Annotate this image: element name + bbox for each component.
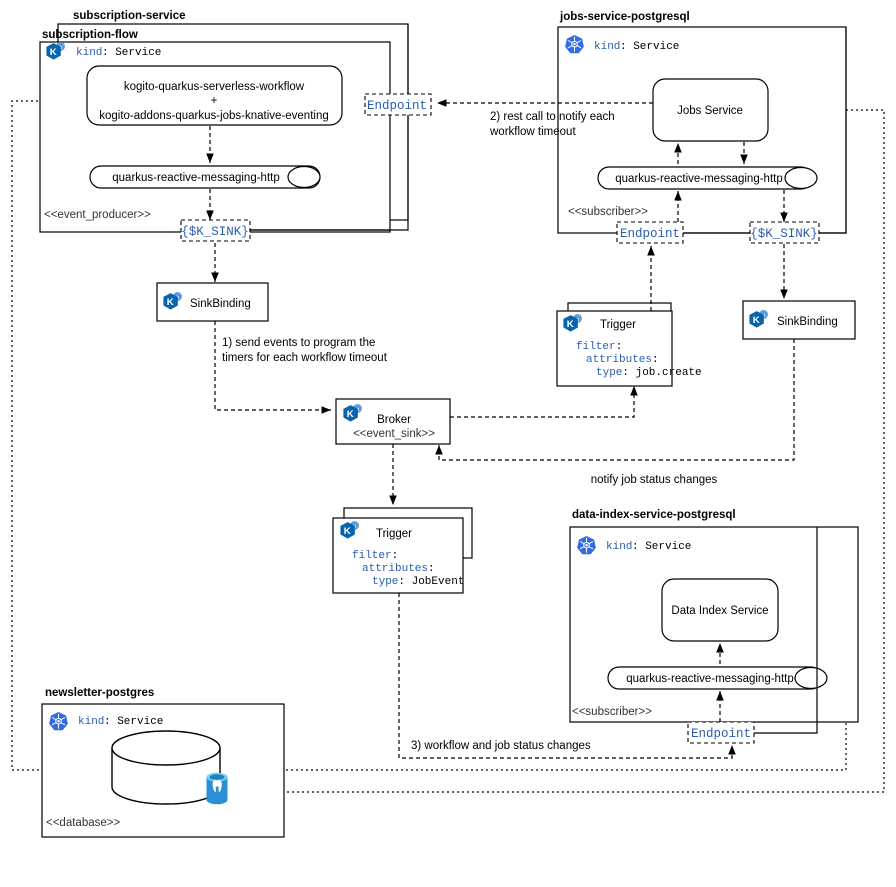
dataindex-kind-key: kind xyxy=(606,541,632,553)
flow-messaging-label: quarkus-reactive-messaging-http xyxy=(112,172,279,184)
trigger-job-event[interactable] xyxy=(332,517,464,594)
data-index-service-label: Data Index Service xyxy=(671,605,768,617)
broker-label: Broker xyxy=(377,414,411,426)
group-title-jobs-service: jobs-service-postgresql xyxy=(559,11,690,23)
trigger-job-create-type-key: type: job.create xyxy=(596,367,702,379)
database-cylinder xyxy=(111,730,221,805)
newsletter-stereotype: <<database>> xyxy=(46,817,120,829)
subscription-service-endpoint-port[interactable] xyxy=(364,93,432,116)
jobs-messaging-label: quarkus-reactive-messaging-http xyxy=(615,173,782,185)
group-title-newsletter: newsletter-postgres xyxy=(45,687,154,699)
jobs-endpoint-label: Endpoint xyxy=(620,227,680,241)
jobs-stereotype: <<subscriber>> xyxy=(568,206,648,218)
trigger-job-event-label: Trigger xyxy=(376,528,412,540)
postgres-icon xyxy=(206,772,228,805)
flow-ksink-label: {$K_SINK} xyxy=(181,225,249,239)
annotation-step3: 3) workflow and job status changes xyxy=(411,740,591,752)
dataindex-kind-value: : Service xyxy=(632,541,691,553)
jobs-endpoint-port[interactable] xyxy=(616,221,684,244)
flow-component-line1: kogito-quarkus-serverless-workflow xyxy=(124,81,305,93)
annotation-step1-line2: timers for each workflow timeout xyxy=(222,352,388,364)
sinkbinding-flow-label: SinkBinding xyxy=(190,298,251,310)
group-title-subscription-service: subscription-service xyxy=(73,10,185,22)
trigger-job-create-attributes-key: attributes: xyxy=(586,354,659,366)
jobs-service-label: Jobs Service xyxy=(677,105,743,117)
group-title-data-index: data-index-service-postgresql xyxy=(572,509,736,521)
route-flow-to-database xyxy=(11,100,100,774)
annotation-step2-line1: 2) rest call to notify each xyxy=(490,111,615,123)
flow-component-line2: kogito-addons-quarkus-jobs-knative-event… xyxy=(99,110,329,122)
data-index-endpoint-port[interactable] xyxy=(687,721,755,744)
jobs-kind-key: kind xyxy=(594,41,620,53)
dataindex-stereotype: <<subscriber>> xyxy=(572,706,652,718)
newsletter-kind-key: kind xyxy=(78,716,104,728)
broker-stereotype: <<event_sink>> xyxy=(353,428,435,440)
trigger-job-create-label: Trigger xyxy=(600,319,636,331)
annotation-step2-line2: workflow timeout xyxy=(489,126,576,138)
flow-component-box xyxy=(86,65,343,126)
data-index-service-node xyxy=(661,578,779,642)
trigger-job-create-type-value: job.create xyxy=(636,367,702,379)
flow-messaging-lollipop xyxy=(89,165,321,189)
jobs-service-node xyxy=(652,78,769,142)
subscription-service-endpoint-label: Endpoint xyxy=(367,99,427,113)
dataindex-messaging-label: quarkus-reactive-messaging-http xyxy=(626,673,793,685)
jobs-ksink-label: {$K_SINK} xyxy=(750,227,818,241)
sinkbinding-jobs-label: SinkBinding xyxy=(777,316,838,328)
trigger-job-event-type-key: type: JobEvent xyxy=(372,576,464,588)
data-index-endpoint-label: Endpoint xyxy=(691,727,751,741)
trigger-job-create-filter-key: filter: xyxy=(576,341,622,353)
annotation-notify-job: notify job status changes xyxy=(591,474,718,486)
annotation-step1-line1: 1) send events to program the xyxy=(222,337,375,349)
group-title-subscription-flow: subscription-flow xyxy=(42,29,138,41)
newsletter-kind-value: : Service xyxy=(104,716,163,728)
jobs-kind-value: : Service xyxy=(620,41,679,53)
subscription-flow-kind-key: kind xyxy=(76,47,102,59)
flow-component-plus: + xyxy=(211,95,218,107)
trigger-job-event-attributes-key: attributes: xyxy=(362,563,435,575)
flow-stereotype: <<event_producer>> xyxy=(44,209,151,221)
trigger-job-event-type-value: JobEvent xyxy=(412,576,465,588)
dataindex-messaging-lollipop xyxy=(607,666,828,690)
trigger-job-event-filter-key: filter: xyxy=(352,550,398,562)
jobs-messaging-lollipop xyxy=(597,166,818,190)
subscription-flow-kind-value: : Service xyxy=(102,47,161,59)
